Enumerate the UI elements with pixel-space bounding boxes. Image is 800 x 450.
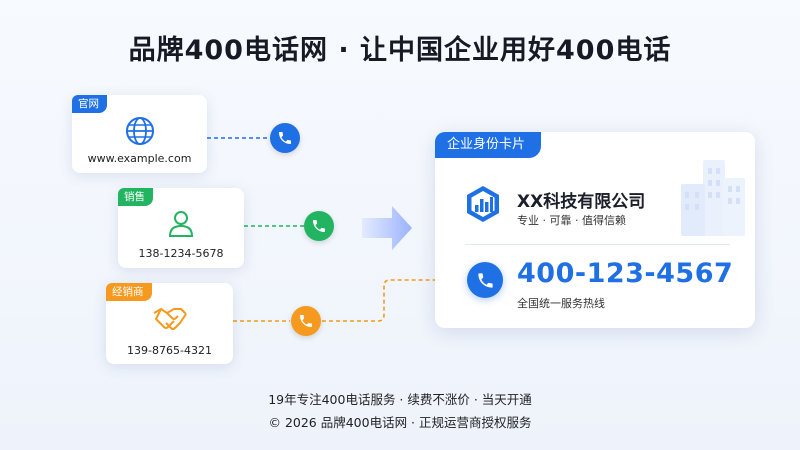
hotline-label: 全国统一服务热线 [517, 297, 605, 310]
source-tag-dealer: 经销商 [106, 283, 152, 301]
handshake-icon [152, 303, 188, 337]
person-icon [166, 208, 196, 242]
phone-icon-website [270, 123, 300, 153]
footer-features: 19年专注400电话服务 · 续费不涨价 · 当天开通 [268, 392, 532, 407]
phone-icon-dealer [291, 306, 321, 336]
source-card-sales: 销售 138-1234-5678 [118, 188, 244, 268]
connector-dealer [233, 279, 470, 322]
hotline-number: 400-123-4567 [517, 258, 734, 289]
flow-arrow [362, 206, 412, 250]
source-tag-sales: 销售 [118, 188, 153, 206]
company-name: XX科技有限公司 [517, 192, 646, 212]
phone-icon-sales [304, 211, 334, 241]
source-card-dealer: 经销商 139-8765-4321 [106, 283, 233, 364]
company-card-tag: 企业身份卡片 [435, 132, 542, 158]
footer-copyright: © 2026 品牌400电话网 · 正规运营商授权服务 [268, 415, 532, 430]
page-title: 品牌400电话网 · 让中国企业用好400电话 [128, 35, 672, 66]
hotline-phone-icon [467, 262, 503, 298]
card-divider [465, 244, 730, 245]
source-text-sales: 138-1234-5678 [138, 247, 224, 260]
company-slogan: 专业 · 可靠 · 值得信赖 [517, 214, 626, 227]
source-tag-website: 官网 [72, 95, 107, 113]
source-card-website: 官网 www.example.com [72, 95, 207, 173]
globe-icon [124, 115, 156, 151]
source-text-dealer: 139-8765-4321 [127, 344, 212, 357]
source-text-website: www.example.com [87, 152, 192, 165]
company-identity-card: 企业身份卡片 XX科技有限公司 专业 · [435, 132, 755, 328]
buildings-illustration [673, 154, 751, 240]
company-logo-icon [463, 184, 503, 228]
